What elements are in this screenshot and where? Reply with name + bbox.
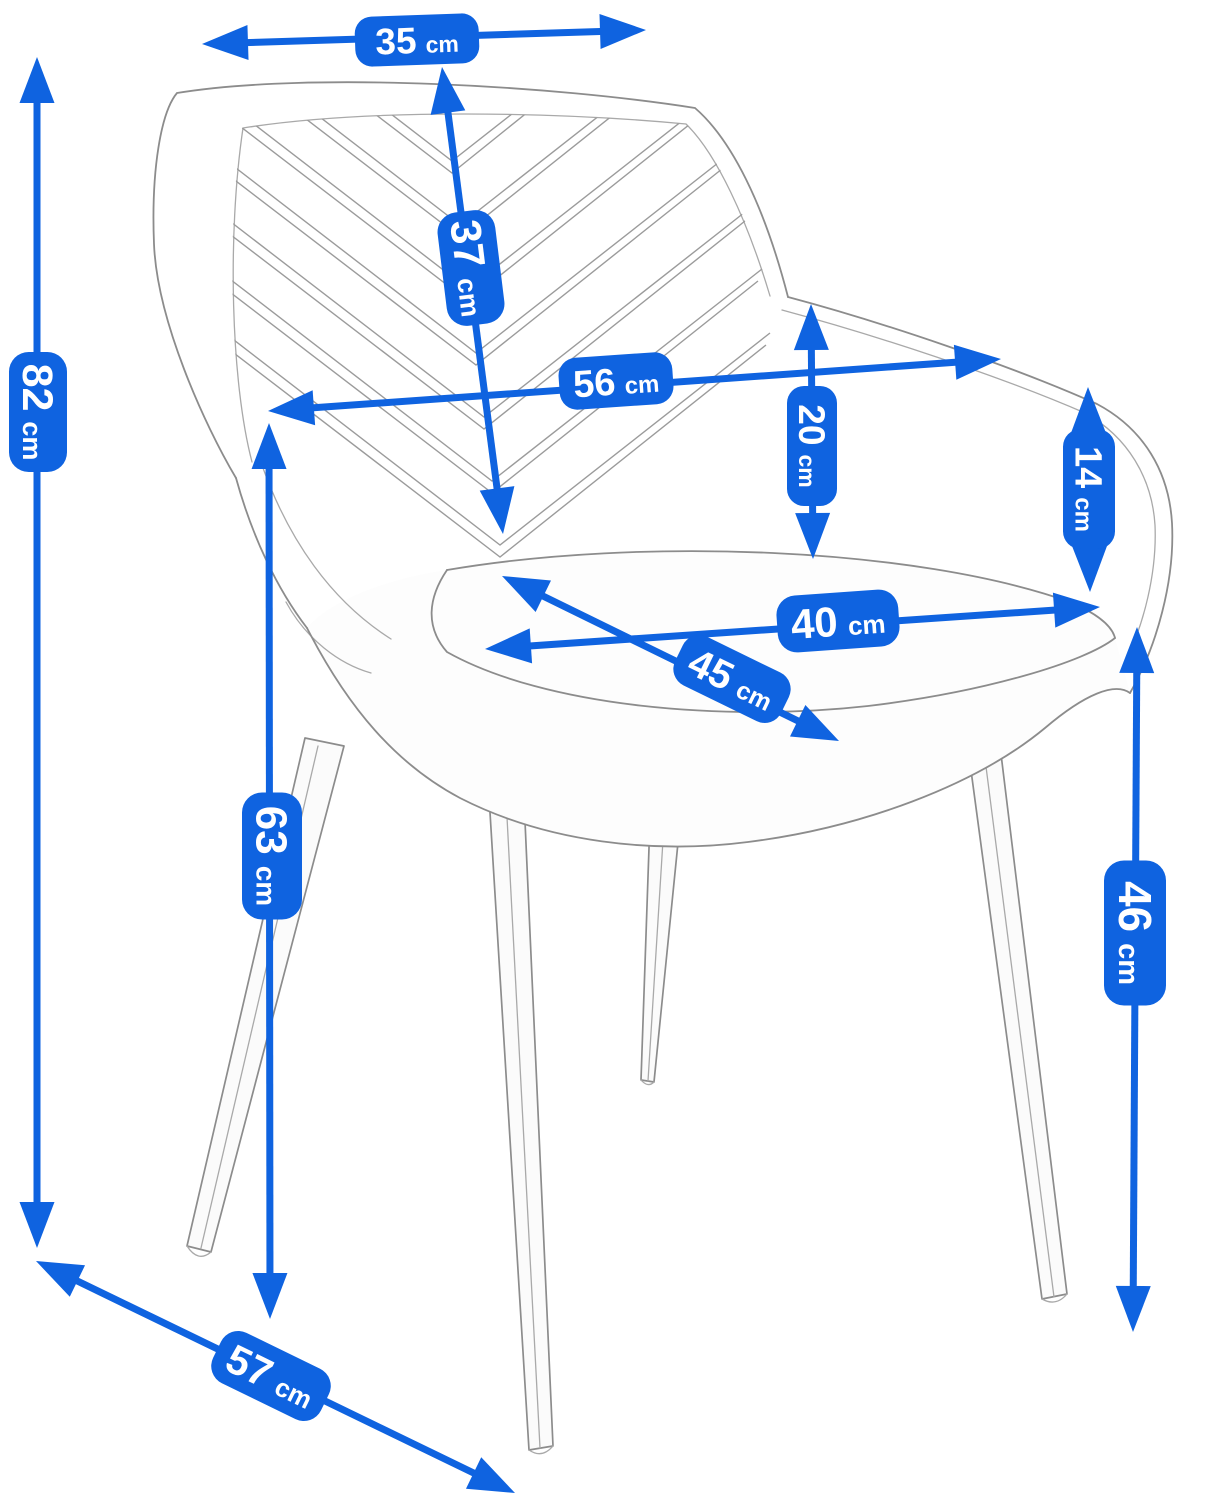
dimension-63cm: 63cm (242, 423, 302, 1319)
arrowhead (1070, 387, 1106, 434)
dimension-14cm: 14cm (1063, 387, 1115, 592)
dimension-57cm: 57cm (36, 1261, 515, 1493)
dimension-label: 20cm (791, 404, 832, 487)
arrowhead (202, 25, 249, 61)
arrowhead (953, 344, 1001, 380)
dimension-pill (437, 210, 505, 326)
dimension-pill (9, 352, 67, 472)
dimension-20cm: 20cm (787, 304, 837, 559)
dimension-pill (787, 386, 837, 506)
dimension-label: 63cm (246, 806, 295, 906)
dimension-label: 37cm (440, 217, 499, 319)
arrowhead (1072, 545, 1108, 592)
left-armrest-fold (285, 601, 372, 674)
arrowhead (252, 1272, 288, 1319)
dimension-pill (354, 13, 480, 67)
dimension-pill (1104, 860, 1166, 1006)
arrowhead (36, 1261, 86, 1297)
backrest-outline (152, 81, 789, 479)
arrowhead (430, 67, 466, 115)
arrowhead (479, 486, 515, 534)
arrowhead (465, 1457, 515, 1493)
dimension-pill (776, 589, 900, 653)
arrowhead (1119, 627, 1155, 674)
arrowhead (793, 304, 829, 351)
chair-line-art (152, 81, 1174, 1455)
dimension-label: 14cm (1066, 446, 1108, 532)
backrest-inner-seam (232, 113, 771, 463)
arrowhead (1115, 1285, 1151, 1332)
left-armrest-seam (262, 467, 392, 640)
right-armrest-outline (787, 296, 1174, 694)
seat-rim-front (430, 569, 1116, 713)
seat-rim-back (446, 550, 1116, 639)
dimension-37cm: 37cm (430, 67, 515, 534)
seat-skirt (306, 627, 1131, 848)
arrowhead (485, 628, 533, 664)
chair-leg-back-right (967, 747, 1068, 1303)
arrowhead (502, 576, 552, 612)
dimension-label: 82cm (13, 364, 61, 461)
arrowhead (19, 1202, 55, 1248)
dimension-pill (211, 1330, 331, 1422)
arrowhead (268, 390, 316, 426)
right-armrest-seam (781, 309, 1156, 669)
arrowhead (1052, 592, 1100, 628)
arrowhead (251, 423, 287, 470)
arrowhead (795, 512, 831, 559)
arrowhead (789, 705, 839, 741)
dimension-pill (1063, 429, 1115, 549)
dimension-82cm: 82cm (9, 57, 67, 1248)
dimension-label: 46cm (1109, 881, 1161, 985)
dimension-pill (558, 352, 674, 410)
dimension-pill (673, 635, 791, 723)
dimension-46cm: 46cm (1104, 627, 1166, 1332)
arrowhead (599, 13, 646, 49)
chair-leg-front-right (488, 795, 554, 1455)
dimension-pill (242, 792, 302, 920)
arrowhead (19, 57, 55, 103)
